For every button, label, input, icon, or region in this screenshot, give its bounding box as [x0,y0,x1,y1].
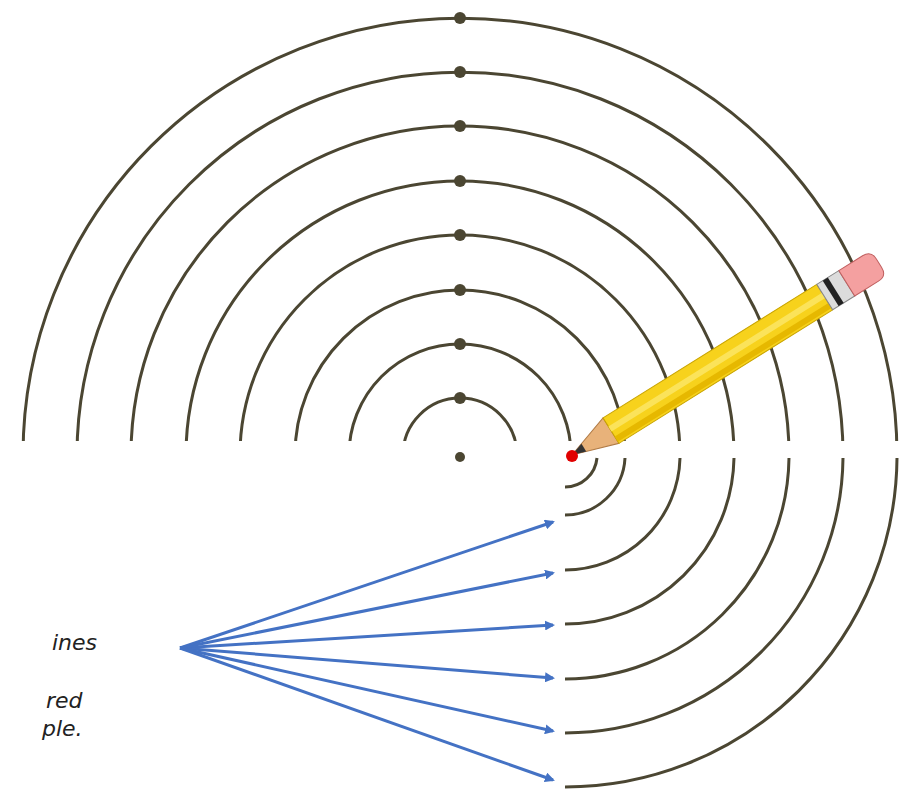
arc-dot [454,284,466,296]
arc-dot [454,120,466,132]
lower-arc [565,458,734,624]
pointer-arrow [180,648,553,678]
instruction-text: ple. [42,716,83,742]
instruction-text: red [46,688,83,714]
arc-dot [454,229,466,241]
pointer-arrows [180,522,553,780]
arc-dots [454,12,466,404]
upper-arc [77,72,843,455]
lower-arc [565,458,680,570]
upper-arcs [23,18,897,455]
pointer-arrow [180,573,553,648]
upper-arc [295,290,625,455]
center-dot [455,452,465,462]
arc-dot [454,338,466,350]
lower-arc [565,458,789,679]
upper-arc [349,344,571,455]
upper-arc [131,126,789,455]
arc-dot [454,66,466,78]
arc-dot [454,392,466,404]
lower-arc [565,458,597,487]
instruction-text: ines [52,630,97,656]
lower-arc [565,458,897,787]
arc-dot [454,12,466,24]
pointer-arrow [180,648,553,731]
arc-dot [454,175,466,187]
lower-arcs [565,458,897,787]
pointer-arrow [180,648,553,780]
pointer-arrow [180,522,553,648]
upper-arc [23,18,897,455]
start-dot [566,450,578,462]
pointer-arrow [180,625,553,648]
lower-arc [565,458,625,515]
lower-arc [565,458,843,733]
pencil [564,250,887,467]
